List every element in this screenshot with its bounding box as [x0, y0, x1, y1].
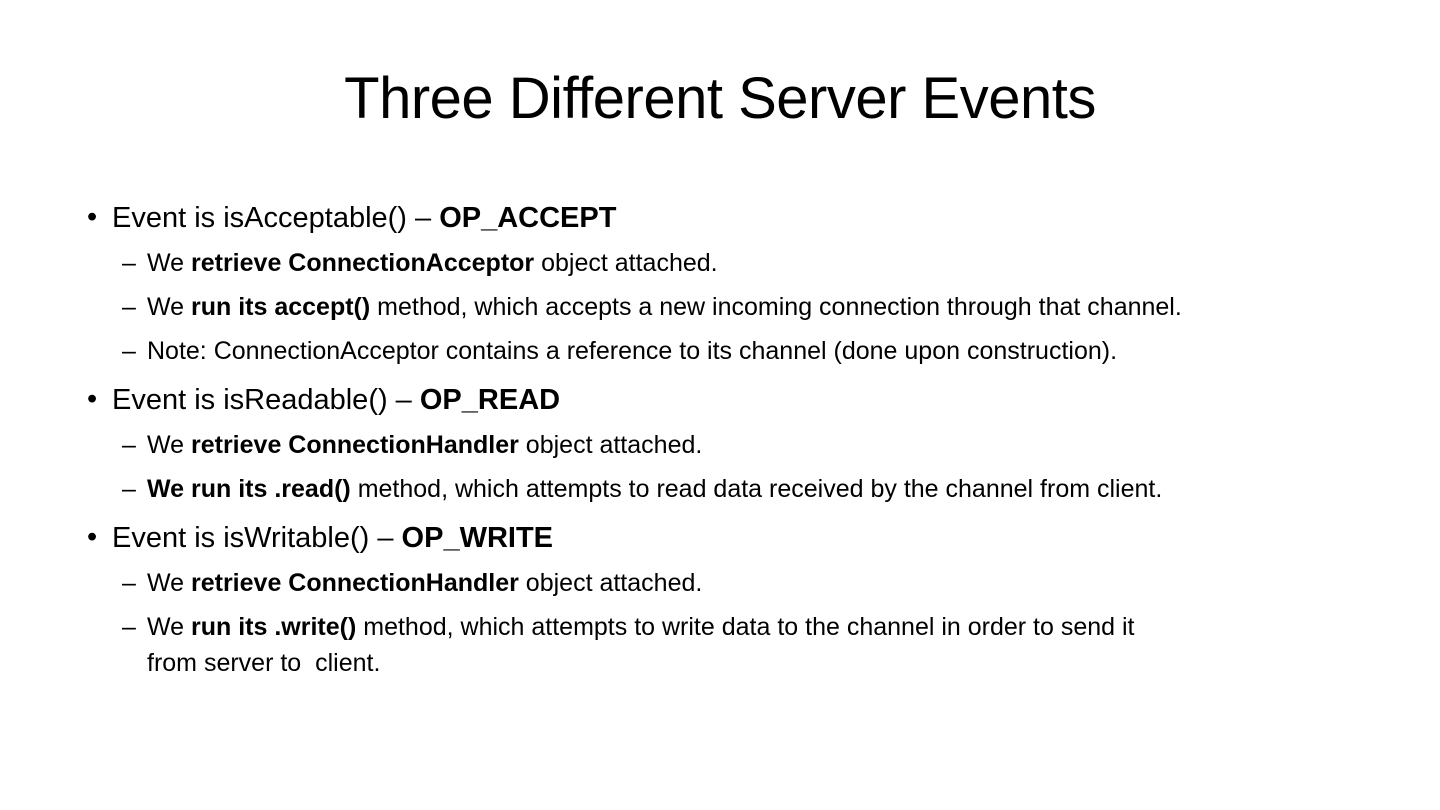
slide-title: Three Different Server Events: [344, 66, 1096, 131]
bullet-marker: •: [87, 201, 98, 233]
dash-marker: –: [122, 431, 136, 459]
bullet-text: We retrieve ConnectionHandler object att…: [147, 569, 703, 597]
bullet-text: We run its accept() method, which accept…: [147, 293, 1182, 321]
bullet-item: • Event is isWritable() – OP_WRITE: [85, 519, 1405, 557]
bullet-text: Event is isWritable() – OP_WRITE: [112, 522, 554, 554]
sub-bullet-item: –We retrieve ConnectionHandler object at…: [85, 565, 1405, 601]
sub-bullet-item: –We run its .write() method, which attem…: [85, 609, 1405, 681]
bullet-text: Note: ConnectionAcceptor contains a refe…: [147, 337, 1118, 365]
bullet-text: Event is isAcceptable() – OP_ACCEPT: [112, 202, 617, 234]
bullet-item: • Event is isAcceptable() – OP_ACCEPT: [85, 199, 1405, 237]
sub-bullet-item: –We run its accept() method, which accep…: [85, 289, 1405, 325]
bullet-text: We retrieve ConnectionHandler object att…: [147, 431, 703, 459]
bullet-marker: •: [87, 383, 98, 415]
dash-marker: –: [122, 475, 136, 503]
bullet-text: Event is isReadable() – OP_READ: [112, 384, 561, 416]
dash-marker: –: [122, 249, 136, 277]
sub-bullet-item: –Note: ConnectionAcceptor contains a ref…: [85, 333, 1405, 369]
bullet-list: •Event is isAcceptable() – OP_ACCEPT–We …: [85, 199, 1405, 681]
bullet-marker: •: [87, 521, 98, 553]
bullet-text: We run its .read() method, which attempt…: [147, 475, 1163, 503]
dash-marker: –: [122, 293, 136, 321]
sub-bullet-item: –We retrieve ConnectionAcceptor object a…: [85, 245, 1405, 281]
dash-marker: –: [122, 613, 136, 641]
dash-marker: –: [122, 337, 136, 365]
sub-bullet-item: –We retrieve ConnectionHandler object at…: [85, 427, 1405, 463]
dash-marker: –: [122, 569, 136, 597]
bullet-text: We retrieve ConnectionAcceptor object at…: [147, 249, 718, 277]
bullet-text: We run its .write() method, which attemp…: [147, 613, 1135, 677]
sub-bullet-item: –We run its .read() method, which attemp…: [85, 471, 1405, 507]
bullet-item: • Event is isReadable() – OP_READ: [85, 381, 1405, 419]
